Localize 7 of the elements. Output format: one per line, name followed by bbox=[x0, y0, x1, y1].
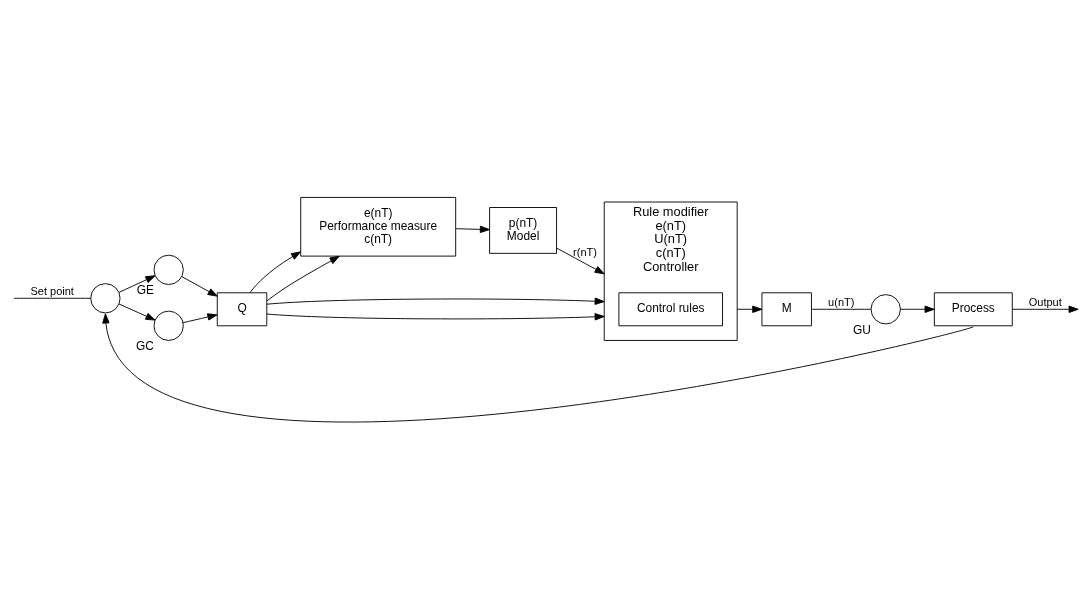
node-label: GU bbox=[852, 322, 871, 336]
node-label: GE bbox=[136, 282, 154, 297]
edge-label: u(nT) bbox=[828, 295, 855, 308]
edge-label: Output bbox=[1028, 295, 1062, 308]
node-label: GC bbox=[135, 338, 154, 353]
edge-label: Set point bbox=[30, 284, 74, 297]
edge-label: r(nT) bbox=[573, 245, 597, 258]
